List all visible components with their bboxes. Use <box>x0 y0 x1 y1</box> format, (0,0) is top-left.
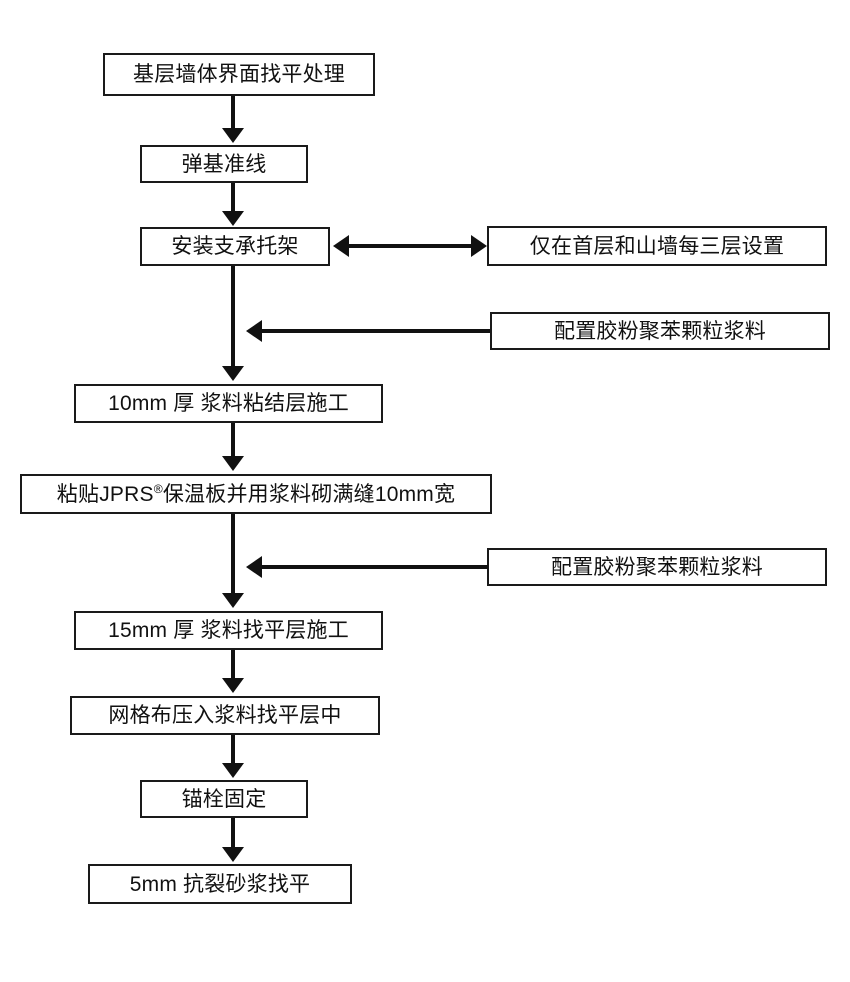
connector-side3-spine-shaft <box>262 565 488 569</box>
connector-step3-step4-arrowhead <box>222 366 244 381</box>
node-step2-label: 弹基准线 <box>181 152 267 176</box>
connector-step1-step2-arrowhead <box>222 128 244 143</box>
connector-step7-step8-arrowhead <box>222 763 244 778</box>
node-step6-label: 15mm 厚 浆料找平层施工 <box>108 619 349 642</box>
connector-step2-step3-shaft <box>231 183 235 211</box>
connector-step2-step3-arrowhead <box>222 211 244 226</box>
node-step6[interactable]: 15mm 厚 浆料找平层施工 <box>74 611 383 650</box>
connector-step6-step7-arrowhead <box>222 678 244 693</box>
connector-step8-step9-arrowhead <box>222 847 244 862</box>
node-step3-label: 安装支承托架 <box>171 235 299 258</box>
node-side2[interactable]: 配置胶粉聚苯颗粒浆料 <box>490 312 830 350</box>
connector-step1-step2-shaft <box>231 96 235 130</box>
connector-step8-step9-shaft <box>231 818 235 848</box>
node-step5-prefix: 粘贴JPRS <box>56 482 154 506</box>
node-step4-label: 10mm 厚 浆料粘结层施工 <box>108 392 349 415</box>
node-step7[interactable]: 网格布压入浆料找平层中 <box>70 696 380 735</box>
connector-side2-spine-shaft <box>262 329 490 333</box>
node-side1[interactable]: 仅在首层和山墙每三层设置 <box>487 226 827 266</box>
node-step8-label: 锚栓固定 <box>181 787 267 811</box>
connector-step3-side1-shaft <box>346 244 472 248</box>
node-step9-label: 5mm 抗裂砂浆找平 <box>129 872 311 896</box>
node-step1[interactable]: 基层墙体界面找平处理 <box>103 53 375 96</box>
node-side3[interactable]: 配置胶粉聚苯颗粒浆料 <box>487 548 827 586</box>
node-side2-label: 配置胶粉聚苯颗粒浆料 <box>554 319 766 343</box>
connector-step3-side1-arrowhead-left <box>333 235 349 257</box>
connector-step5-step6-arrowhead <box>222 593 244 608</box>
registered-trademark-icon: ® <box>153 481 163 496</box>
node-side3-label: 配置胶粉聚苯颗粒浆料 <box>551 555 763 579</box>
connector-step4-step5-arrowhead <box>222 456 244 471</box>
main-spine-step5-step6 <box>231 514 235 595</box>
node-side1-label: 仅在首层和山墙每三层设置 <box>529 234 785 258</box>
connector-step4-step5-shaft <box>231 423 235 457</box>
connector-step7-step8-shaft <box>231 735 235 765</box>
node-step8[interactable]: 锚栓固定 <box>140 780 308 818</box>
connector-step3-side1-arrowhead-right <box>471 235 487 257</box>
node-step1-label: 基层墙体界面找平处理 <box>133 63 345 86</box>
node-step5[interactable]: 粘贴JPRS®保温板并用浆料砌满缝10mm宽 <box>20 474 492 514</box>
node-step4[interactable]: 10mm 厚 浆料粘结层施工 <box>74 384 383 423</box>
connector-step6-step7-shaft <box>231 650 235 680</box>
node-step2[interactable]: 弹基准线 <box>140 145 308 183</box>
main-spine-step3-step4 <box>231 266 235 368</box>
connector-side2-spine-arrowhead <box>246 320 262 342</box>
connector-side3-spine-arrowhead <box>246 556 262 578</box>
node-step7-label: 网格布压入浆料找平层中 <box>108 704 342 727</box>
node-step9[interactable]: 5mm 抗裂砂浆找平 <box>88 864 352 904</box>
node-step5-label: 粘贴JPRS®保温板并用浆料砌满缝10mm宽 <box>56 481 456 506</box>
node-step5-suffix: 保温板并用浆料砌满缝10mm宽 <box>162 482 456 506</box>
node-step3[interactable]: 安装支承托架 <box>140 227 330 266</box>
